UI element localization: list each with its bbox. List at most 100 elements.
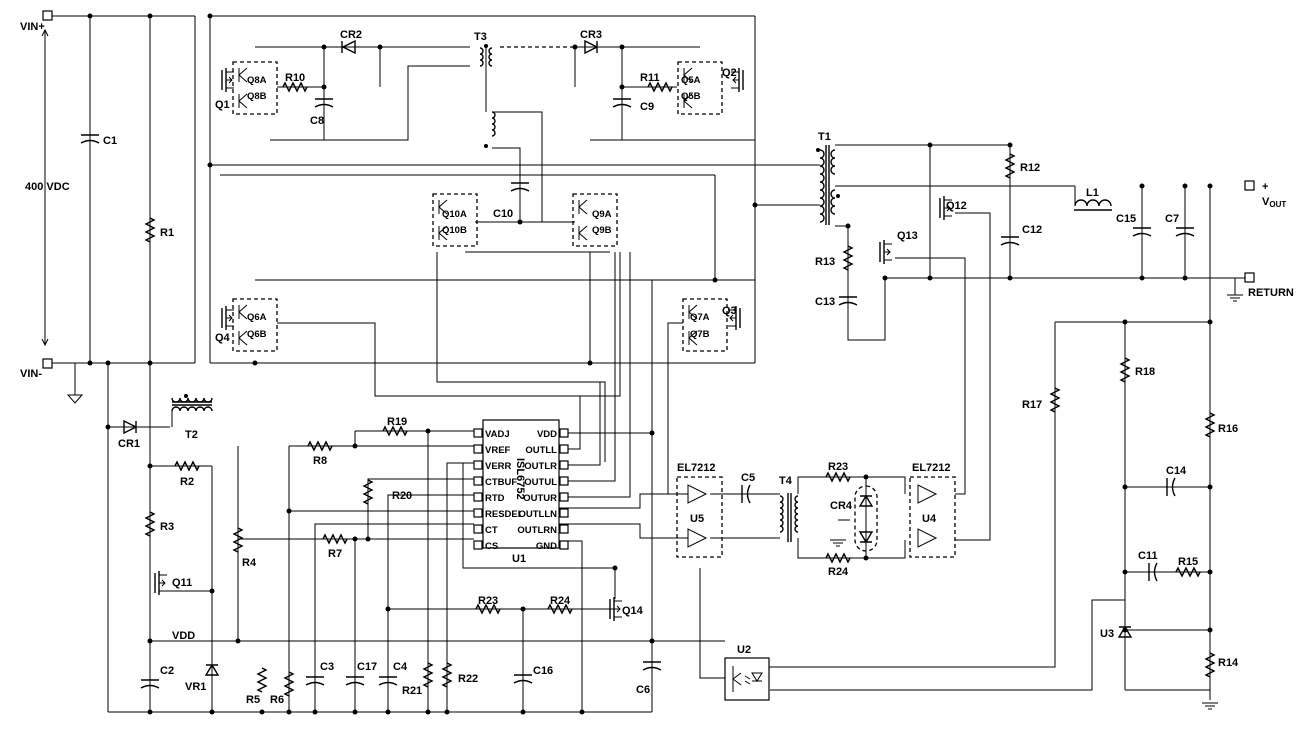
c1-label: C1 (103, 135, 117, 147)
r3-label: R3 (160, 521, 174, 533)
svg-text:CS: CS (485, 541, 498, 552)
q6b-label: Q6B (247, 329, 267, 340)
svg-text:VADJ: VADJ (485, 429, 510, 440)
r23a-label: R23 (478, 595, 498, 607)
q5b-label: Q5B (681, 91, 701, 102)
r18-label: R18 (1135, 366, 1155, 378)
r19-label: R19 (387, 416, 407, 428)
svg-text:RESDEL: RESDEL (485, 509, 524, 520)
r22-label: R22 (458, 673, 478, 685)
q11-label: Q11 (172, 577, 192, 589)
t4-label: T4 (779, 475, 793, 487)
r12-label: R12 (1020, 162, 1040, 174)
q9a-label: Q9A (592, 209, 612, 220)
vout-terminal (1244, 180, 1255, 191)
vin-dc-label: 400 VDC (25, 181, 70, 193)
u3-label: U3 (1100, 628, 1114, 640)
t2-label: T2 (185, 429, 198, 441)
cr1-label: CR1 (118, 438, 140, 450)
q2-label: Q2 (722, 67, 737, 79)
r20-label: R20 (392, 490, 412, 502)
return-label: RETURN (1248, 287, 1294, 299)
q4-label: Q4 (215, 332, 231, 344)
q8a-label: Q8A (247, 75, 267, 86)
r1-label: R1 (160, 227, 174, 239)
c2-label: C2 (160, 665, 174, 677)
q10b-label: Q10B (442, 225, 467, 236)
c13-label: C13 (815, 296, 835, 308)
r15-label: R15 (1178, 556, 1198, 568)
svg-text:CTBUF: CTBUF (485, 477, 517, 488)
q6a-label: Q6A (247, 312, 267, 323)
c12-label: C12 (1022, 224, 1042, 236)
svg-text:GND: GND (536, 541, 557, 552)
r16-label: R16 (1218, 423, 1238, 435)
vout-plus-label: + (1262, 181, 1268, 193)
r7-label: R7 (328, 548, 342, 560)
c11-label: C11 (1138, 550, 1158, 562)
vr1-label: VR1 (185, 681, 206, 693)
u5-driver-box (676, 476, 723, 558)
svg-text:OUTUL: OUTUL (524, 477, 557, 488)
vout-label: VOUT (1262, 196, 1286, 209)
svg-text:VERR: VERR (485, 461, 512, 472)
c15-label: C15 (1116, 213, 1136, 225)
r10-label: R10 (285, 72, 305, 84)
svg-text:RTD: RTD (485, 493, 505, 504)
r13-label: R13 (815, 256, 835, 268)
q12-label: Q12 (946, 200, 967, 212)
u1-part-label: ISL6752 (514, 458, 526, 500)
c8-label: C8 (310, 115, 324, 127)
q3-label: Q3 (722, 305, 737, 317)
r14-label: R14 (1218, 657, 1239, 669)
r17-label: R17 (1022, 399, 1042, 411)
u1-label: U1 (512, 553, 526, 565)
u4-label: U4 (922, 513, 937, 525)
u4-driver-box (909, 476, 956, 558)
c14-label: C14 (1166, 465, 1187, 477)
vin-plus-terminal (42, 10, 53, 21)
q10a-label: Q10A (442, 209, 467, 220)
junction-dots (87, 13, 1213, 715)
svg-text:OUTLR: OUTLR (524, 461, 557, 472)
q7a-label: Q7A (690, 312, 710, 323)
cr2-label: CR2 (340, 29, 362, 41)
t1-label: T1 (818, 131, 831, 143)
r24a-label: R24 (550, 595, 571, 607)
q1-label: Q1 (215, 99, 230, 111)
vin-minus-label: VIN- (20, 368, 42, 380)
q14-label: Q14 (622, 605, 644, 617)
u1-left-pins: VADJ VREF VERR CTBUF RTD RESDEL CT CS (473, 428, 524, 552)
svg-text:OUTLRN: OUTLRN (517, 525, 557, 536)
q7b-label: Q7B (690, 329, 710, 340)
c17-label: C17 (357, 661, 377, 673)
r6-label: R6 (270, 694, 284, 706)
c16-label: C16 (533, 665, 553, 677)
cr4-label: CR4 (830, 500, 853, 512)
svg-text:OUTLLN: OUTLLN (518, 509, 557, 520)
r5-label: R5 (246, 694, 260, 706)
r21-label: R21 (402, 685, 422, 697)
c3-label: C3 (320, 661, 334, 673)
c5-label: C5 (741, 472, 755, 484)
c10-label: C10 (493, 208, 513, 220)
r2-label: R2 (180, 476, 194, 488)
vin-plus-label: VIN+ (20, 21, 45, 33)
u1-right-pins: VDD OUTLL OUTLR OUTUL OUTUR OUTLLN OUTLR… (517, 428, 569, 552)
t3-label: T3 (474, 31, 487, 43)
q8b-label: Q8B (247, 91, 267, 102)
u2-label: U2 (737, 644, 751, 656)
c4-label: C4 (393, 661, 408, 673)
u2-optocoupler (724, 657, 770, 701)
r8-label: R8 (313, 455, 327, 467)
svg-text:OUTUR: OUTUR (523, 493, 557, 504)
cr3-label: CR3 (580, 29, 602, 41)
vdd-label: VDD (172, 630, 195, 642)
r11-label: R11 (640, 72, 660, 84)
svg-text:CT: CT (485, 525, 498, 536)
svg-text:VDD: VDD (537, 429, 557, 440)
el7212-u4-label: EL7212 (912, 462, 951, 474)
q13-label: Q13 (897, 230, 918, 242)
return-terminal (1244, 272, 1255, 283)
